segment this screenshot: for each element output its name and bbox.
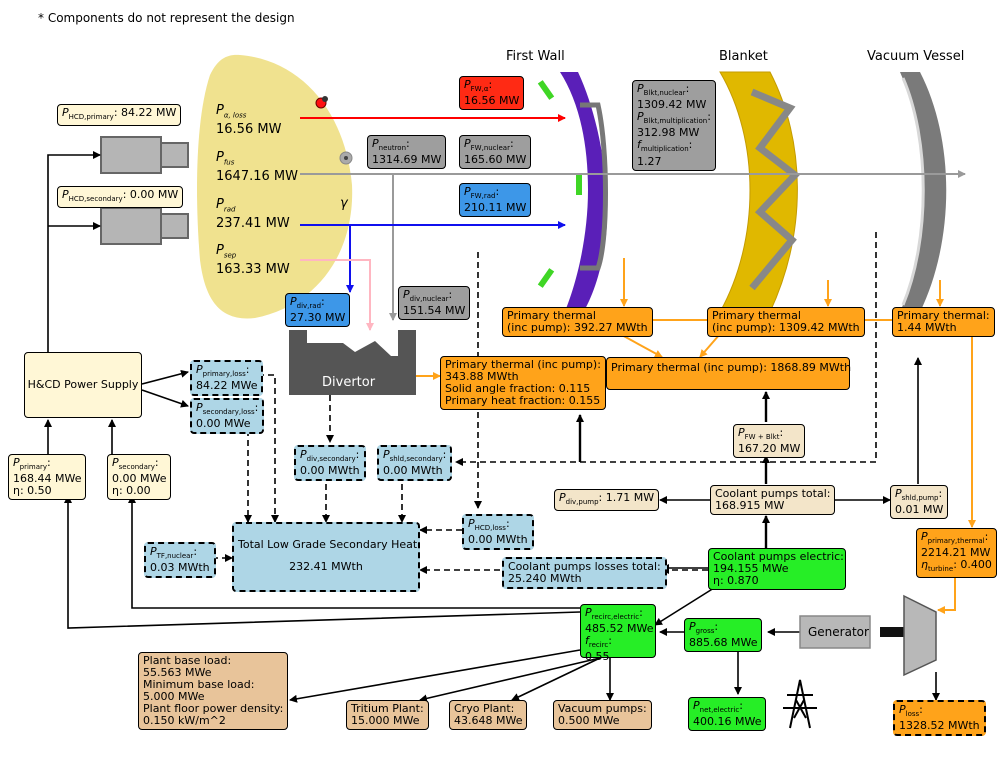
p-loss-box: Ploss: 1328.52 MWth xyxy=(893,700,986,737)
disclaimer-note: * Components do not represent the design xyxy=(38,11,295,25)
blkt-primary-thermal-box: Primary thermal(inc pump): 1309.42 MWth xyxy=(707,307,865,337)
generator-box xyxy=(799,615,871,649)
p-primary-thermal-total-box: Pprimary,thermal: 2214.21 MW ηturbine: 0… xyxy=(916,528,997,579)
p-hcd-secondary-box: PHCD,secondary: 0.00 MW xyxy=(57,186,184,209)
fw-primary-thermal-box: Primary thermal(inc pump): 392.27 MWth xyxy=(502,307,653,337)
p-shld-secondary-box: Pshld,secondary: 0.00 MWth xyxy=(377,445,453,482)
tritium-plant-box: Tritium Plant:15.000 MWe xyxy=(346,700,429,730)
vv-primary-thermal-box: Primary thermal:1.44 MWth xyxy=(892,307,995,337)
blanket-label: Blanket xyxy=(719,49,768,64)
p-fw-nuclear-box: PFW,nuclear: 165.60 MW xyxy=(459,135,532,170)
p-fw-alpha-box: PFW,α: 16.56 MW xyxy=(459,76,525,111)
p-secondary-loss-box: Psecondary,loss: 0.00 MWe xyxy=(190,398,265,435)
p-div-secondary-box: Pdiv,secondary: 0.00 MWth xyxy=(294,445,366,482)
combined-primary-thermal-box: Primary thermal (inc pump): 1868.89 MWth xyxy=(606,357,851,390)
hcd-injector-secondary xyxy=(100,207,189,245)
coolant-pumps-total-box: Coolant pumps total:168.915 MW xyxy=(710,485,836,515)
p-blkt-box: PBlkt,nuclear: 1309.42 MW PBlkt,multipli… xyxy=(632,80,716,171)
p-hcd-loss-box: PHCD,loss: 0.00 MWth xyxy=(462,514,534,551)
vacuum-vessel-label: Vacuum Vessel xyxy=(867,49,965,64)
gamma-label: γ xyxy=(340,196,348,211)
p-tf-nuclear-box: PTF,nuclear: 0.03 MWth xyxy=(144,542,216,579)
p-div-rad-box: Pdiv,rad: 27.30 MW xyxy=(285,293,351,328)
divertor-primary-thermal-box: Primary thermal (inc pump): 343.88 MWth … xyxy=(440,356,606,410)
plant-base-load-box: Plant base load:55.563 MWe Minimum base … xyxy=(138,652,289,730)
p-recirc-electric-box: Precirc,electric: 485.52 MWe frecirc: 0.… xyxy=(580,604,656,663)
p-primary-loss-box: Pprimary,loss: 84.22 MWe xyxy=(190,360,264,397)
vacuum-pumps-box: Vacuum pumps:0.500 MWe xyxy=(553,700,652,730)
p-net-electric-box: Pnet,electric: 400.16 MWe xyxy=(688,697,767,732)
p-fw-blkt-box: PFW + Blkt: 167.20 MW xyxy=(733,424,806,459)
power-pylon-icon xyxy=(783,679,817,729)
divertor-label: Divertor xyxy=(322,375,376,390)
divertor-shape xyxy=(289,330,416,395)
p-shld-pump-box: Pshld,pump: 0.01 MW xyxy=(890,485,949,520)
plasma-shape xyxy=(197,54,353,319)
p-div-pump-box: Pdiv,pump: 1.71 MW xyxy=(554,489,660,512)
generator-label: Generator xyxy=(808,625,869,639)
hcd-injector-primary xyxy=(100,136,189,174)
cryo-plant-box: Cryo Plant:43.648 MWe xyxy=(449,700,528,730)
p-gross-box: Pgross: 885.68 MWe xyxy=(684,618,763,653)
p-hcd-primary-box: PHCD,primary: 84.22 MW xyxy=(57,104,182,127)
first-wall-shape xyxy=(560,72,608,318)
hcd-power-supply-box: H&CD Power Supply xyxy=(24,352,142,418)
turbine-shape xyxy=(903,594,937,677)
coolant-pumps-losses-box: Coolant pumps losses total:25.240 MWth xyxy=(502,557,667,589)
p-neutron-box: Pneutron: 1314.69 MW xyxy=(367,135,447,170)
p-fw-rad-box: PFW,rad: 210.11 MW xyxy=(459,183,532,218)
p-div-nuclear-box: Pdiv,nuclear: 151.54 MW xyxy=(398,286,471,321)
first-wall-label: First Wall xyxy=(506,49,565,64)
